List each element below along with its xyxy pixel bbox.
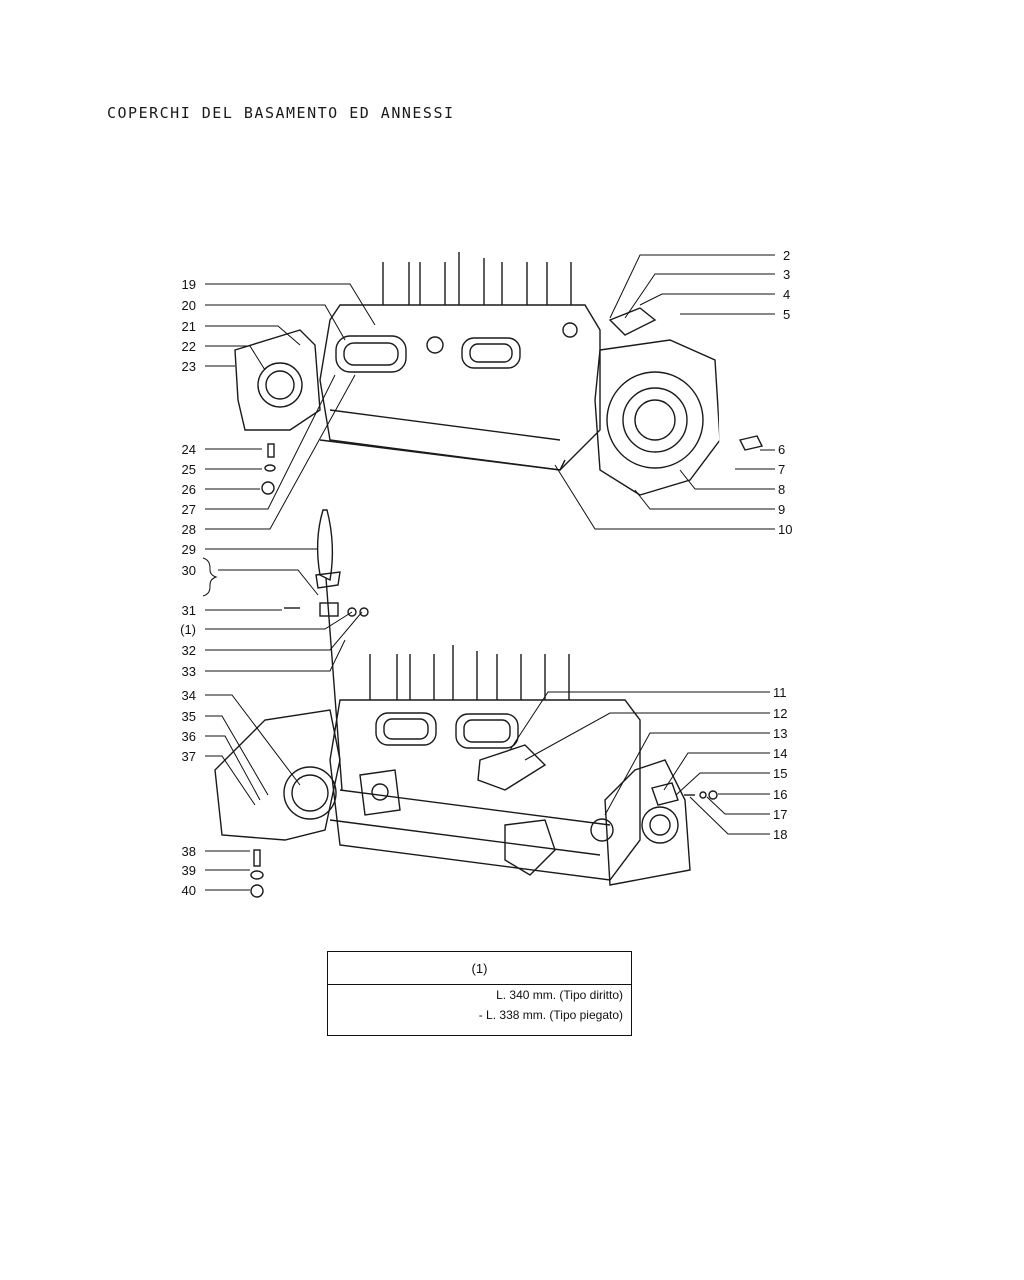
callout-28: 28 [182,522,196,537]
callout-7: 7 [778,462,785,477]
callout-21: 21 [182,319,196,334]
callout-15: 15 [773,766,787,781]
callout-5: 5 [783,307,790,322]
callout-39: 39 [182,863,196,878]
callout-6: 6 [778,442,785,457]
footnote-line-straight: L. 340 mm. (Tipo diritto) [496,988,623,1002]
footnote-table: (1) L. 340 mm. (Tipo diritto) - L. 338 m… [327,951,632,1036]
upper-crankcase-drawing [234,252,764,496]
callout-12: 12 [773,706,787,721]
callout-20: 20 [182,298,196,313]
callout-ref-1: (1) [180,622,196,637]
page-title: COPERCHI DEL BASAMENTO ED ANNESSI [107,104,455,122]
callout-8: 8 [778,482,785,497]
lower-crankcase-drawing [214,645,718,898]
callout-19: 19 [182,277,196,292]
callout-23: 23 [182,359,196,374]
callout-33: 33 [182,664,196,679]
callout-37: 37 [182,749,196,764]
callout-34: 34 [182,688,196,703]
callout-35: 35 [182,709,196,724]
callout-10: 10 [778,522,792,537]
callout-16: 16 [773,787,787,802]
callout-22: 22 [182,339,196,354]
callout-31: 31 [182,603,196,618]
callout-13: 13 [773,726,787,741]
callout-36: 36 [182,729,196,744]
callout-24: 24 [182,442,196,457]
callout-2: 2 [783,248,790,263]
callout-labels: 2 3 4 5 6 7 8 9 10 19 20 21 22 23 24 25 … [180,248,792,898]
leader-lines [202,254,775,891]
callout-27: 27 [182,502,196,517]
callout-29: 29 [182,542,196,557]
callout-3: 3 [783,267,790,282]
callout-32: 32 [182,643,196,658]
footnote-header: (1) [328,952,631,985]
callout-26: 26 [182,482,196,497]
callout-17: 17 [773,807,787,822]
callout-4: 4 [783,287,790,302]
callout-14: 14 [773,746,787,761]
callout-11: 11 [773,685,787,700]
footnote-line-bent: - L. 338 mm. (Tipo piegato) [478,1008,623,1022]
callout-40: 40 [182,883,196,898]
callout-30: 30 [182,563,196,578]
callout-9: 9 [778,502,785,517]
callout-25: 25 [182,462,196,477]
callout-18: 18 [773,827,787,842]
callout-38: 38 [182,844,196,859]
